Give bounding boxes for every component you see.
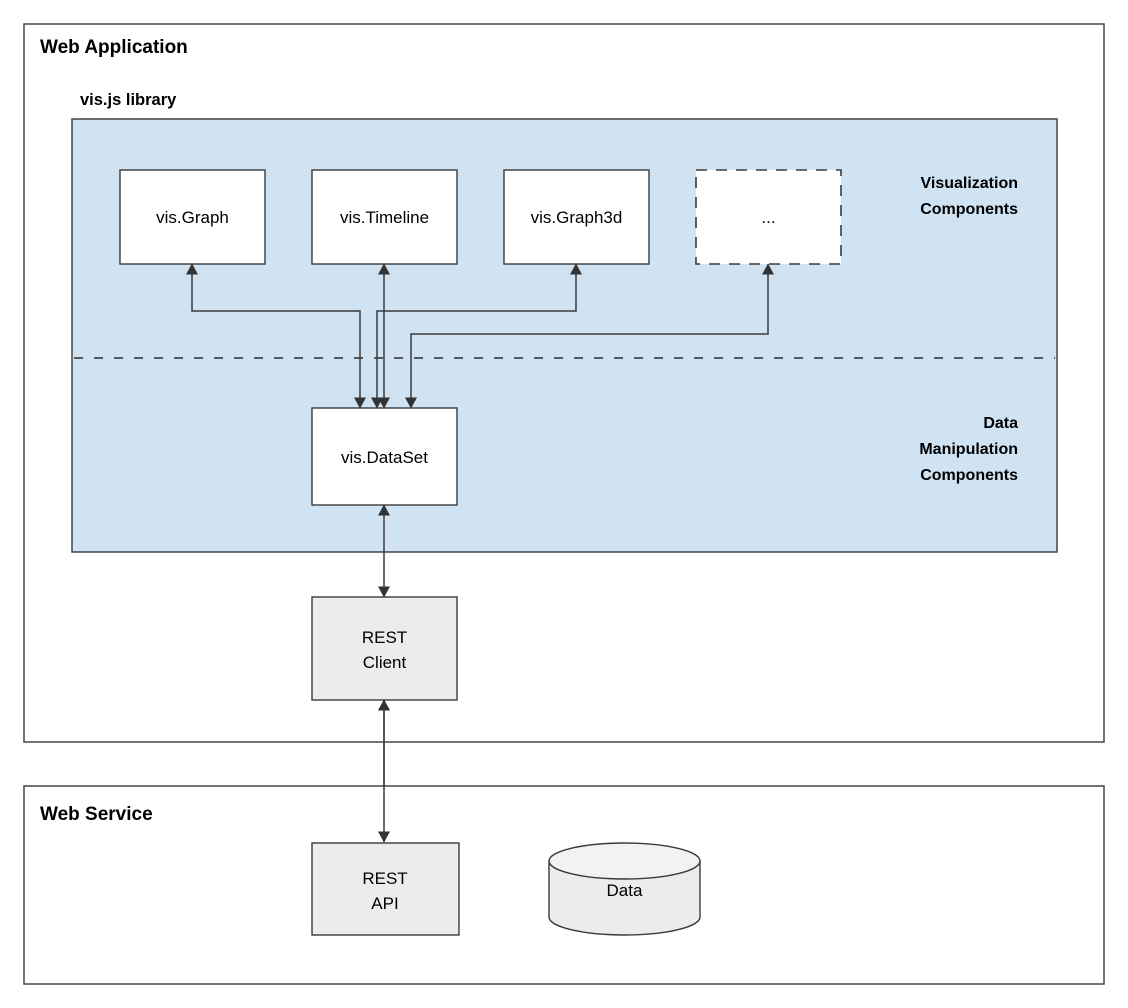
group-label-visualization: Visualization Components <box>920 175 1018 218</box>
node-rest-api-label-line2: API <box>371 894 398 913</box>
group-label-data-manipulation-line2: Manipulation <box>919 441 1018 458</box>
group-label-visualization-line2: Components <box>920 201 1018 218</box>
node-rest-client-label-line2: Client <box>363 653 407 672</box>
group-label-data-manipulation-line1: Data <box>983 415 1018 432</box>
node-rest-api[interactable]: REST API <box>311 842 460 936</box>
node-more-components-label: ... <box>761 208 775 227</box>
node-vis-graph3d[interactable]: vis.Graph3d <box>503 169 650 265</box>
node-vis-timeline-label: vis.Timeline <box>340 208 429 227</box>
library-panel-title: vis.js library <box>80 91 177 109</box>
node-vis-timeline[interactable]: vis.Timeline <box>311 169 458 265</box>
node-vis-graph[interactable]: vis.Graph <box>119 169 266 265</box>
node-vis-dataset-label: vis.DataSet <box>341 448 428 467</box>
node-rest-client[interactable]: REST Client <box>311 596 458 701</box>
frame-web-application-title: Web Application <box>40 37 188 58</box>
node-rest-api-label-line1: REST <box>362 869 407 888</box>
node-vis-graph3d-label: vis.Graph3d <box>531 208 623 227</box>
connector-dataset-to-more-components <box>405 263 774 409</box>
node-vis-graph-label: vis.Graph <box>156 208 229 227</box>
frame-web-service-title: Web Service <box>40 804 153 825</box>
node-data-store[interactable]: Data <box>548 842 701 936</box>
node-vis-dataset[interactable]: vis.DataSet <box>311 407 458 506</box>
connector-dataset-to-visgraph <box>186 263 366 409</box>
node-data-store-label: Data <box>607 881 643 900</box>
group-label-data-manipulation-line3: Components <box>920 467 1018 484</box>
group-label-visualization-line1: Visualization <box>920 175 1018 192</box>
group-label-data-manipulation: Data Manipulation Components <box>919 415 1018 484</box>
node-more-components[interactable]: ... <box>695 169 842 265</box>
node-rest-client-label-line1: REST <box>362 628 407 647</box>
